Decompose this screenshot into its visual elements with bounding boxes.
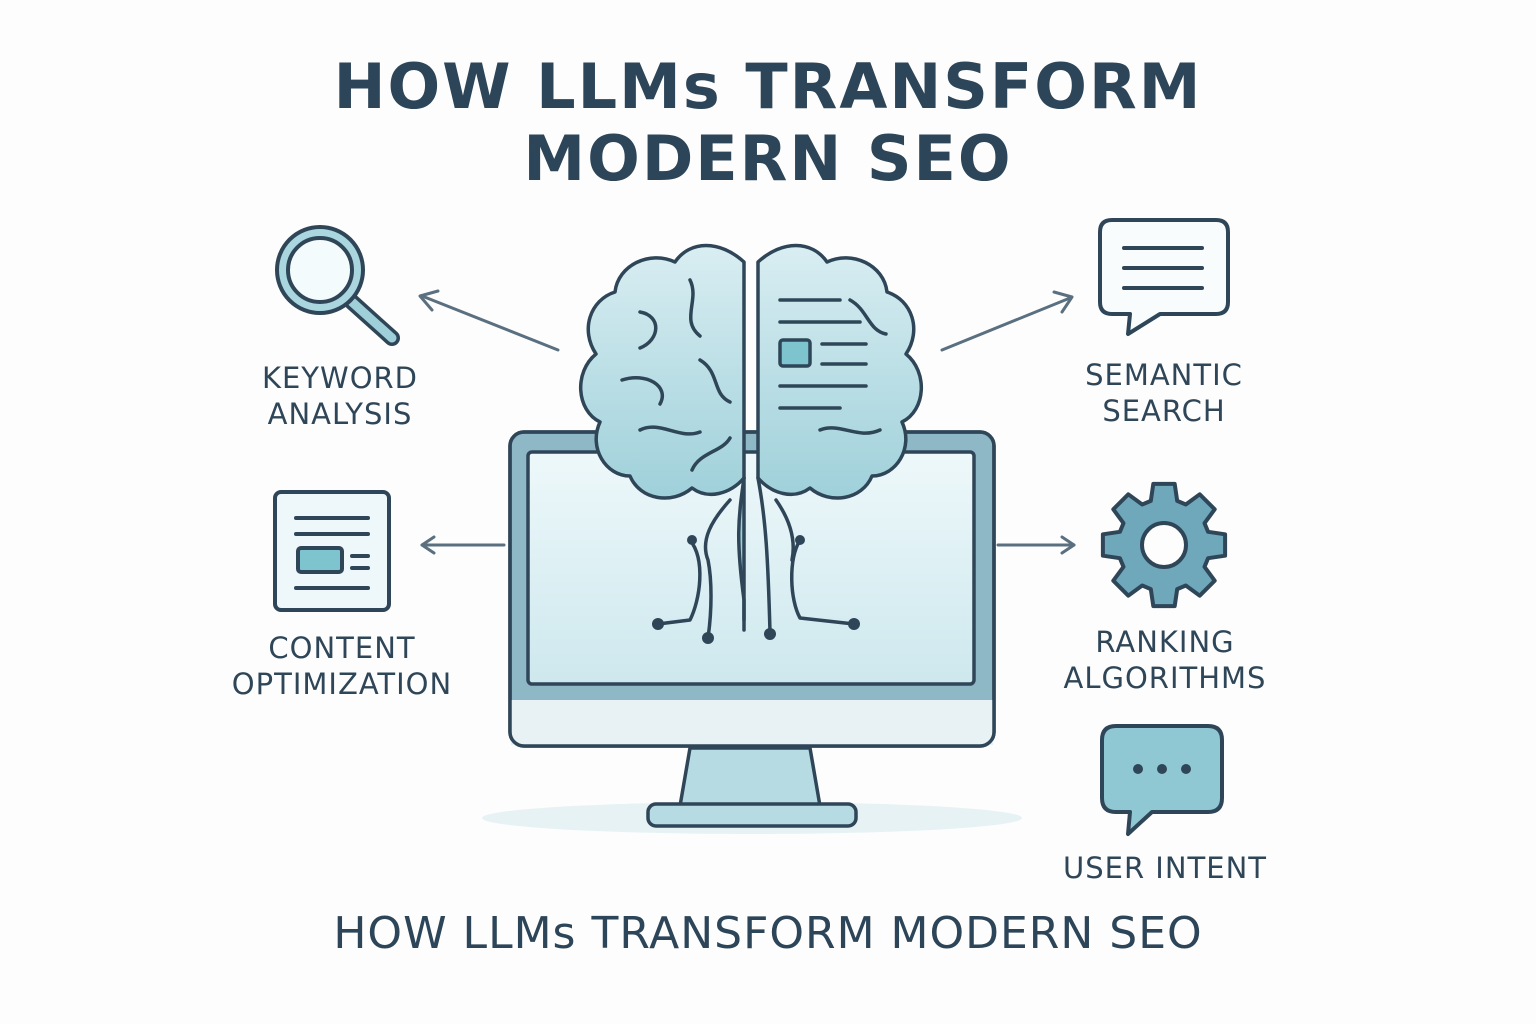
- footer-caption: HOW LLMs TRANSFORM MODERN SEO: [333, 908, 1203, 959]
- label-keyword-line2: ANALYSIS: [267, 397, 413, 431]
- chat-dots-icon: [1100, 724, 1224, 836]
- gear-icon: [1100, 481, 1228, 609]
- label-content-line2: OPTIMIZATION: [231, 667, 453, 701]
- arrow-to-semantic: [940, 290, 1074, 352]
- magnifier-icon: [275, 225, 400, 346]
- label-intent-line1: USER INTENT: [1062, 851, 1268, 885]
- label-keyword-analysis: KEYWORD ANALYSIS: [230, 360, 450, 432]
- label-content-optimization: CONTENT OPTIMIZATION: [212, 630, 472, 702]
- circuit-nodes: [652, 535, 860, 644]
- brain-icon: [579, 243, 923, 640]
- arrow-to-content: [420, 535, 506, 555]
- speech-bubble-icon: [1098, 218, 1230, 336]
- brain-document-lines: [778, 298, 868, 410]
- label-ranking-line2: ALGORITHMS: [1063, 661, 1267, 695]
- title-line-2: MODERN SEO: [523, 122, 1013, 195]
- label-semantic-line1: SEMANTIC: [1085, 358, 1243, 392]
- label-semantic-search: SEMANTIC SEARCH: [1054, 357, 1274, 429]
- label-ranking-algorithms: RANKING ALGORITHMS: [1040, 624, 1290, 696]
- label-user-intent: USER INTENT: [1040, 850, 1290, 886]
- document-icon: [273, 490, 391, 612]
- label-semantic-line2: SEARCH: [1102, 394, 1226, 428]
- label-ranking-line1: RANKING: [1095, 625, 1235, 659]
- arrow-to-ranking: [996, 535, 1076, 555]
- title-line-1: HOW LLMs TRANSFORM: [333, 50, 1203, 123]
- arrow-to-keyword: [418, 289, 560, 352]
- label-content-line1: CONTENT: [268, 631, 416, 665]
- monitor-icon: [508, 430, 996, 828]
- arrows: [418, 289, 1076, 555]
- label-keyword-line1: KEYWORD: [261, 361, 419, 395]
